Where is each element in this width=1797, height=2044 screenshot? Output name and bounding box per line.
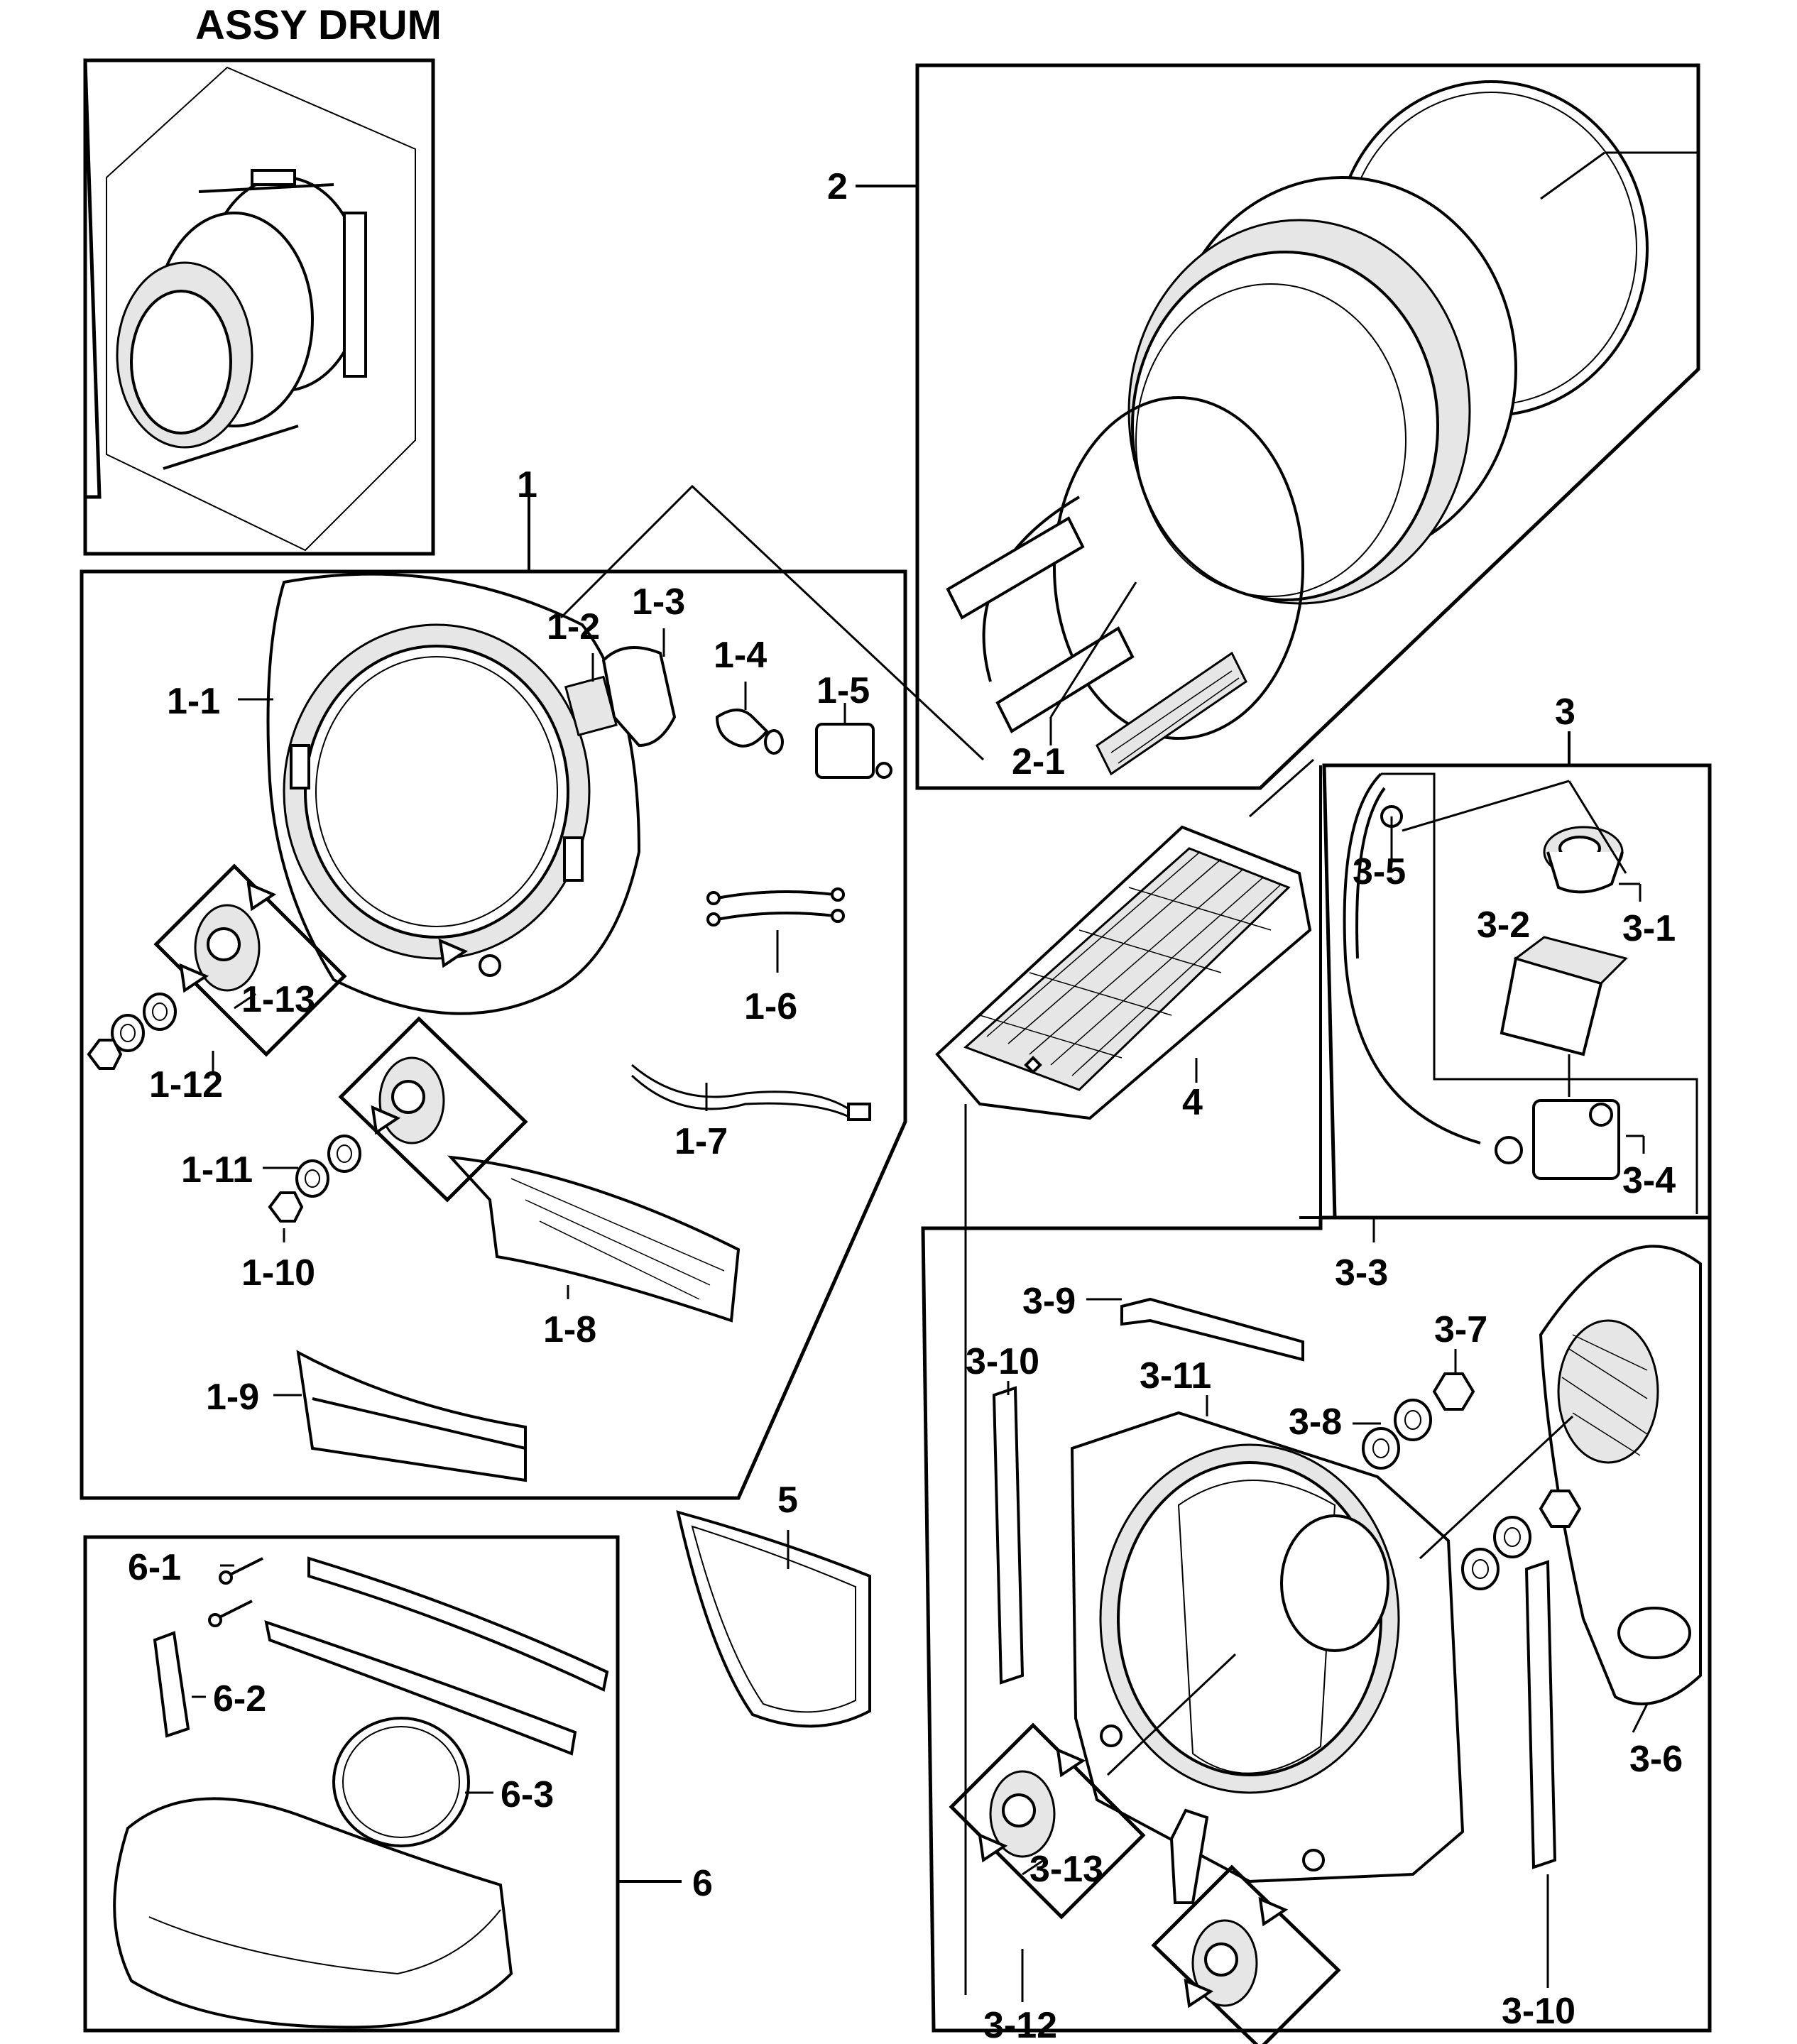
- label-1-12: 1-12: [149, 1064, 223, 1105]
- group-1-frame: [80, 484, 985, 1500]
- label-6: 6: [692, 1863, 713, 1904]
- label-3-13: 3-13: [1029, 1849, 1103, 1890]
- label-3-3: 3-3: [1335, 1252, 1388, 1294]
- label-1: 1: [517, 464, 537, 505]
- label-3-6: 3-6: [1629, 1739, 1683, 1780]
- group-3-valve: [1299, 731, 1712, 1242]
- label-1-9: 1-9: [206, 1377, 259, 1418]
- label-1-7: 1-7: [674, 1121, 728, 1162]
- label-3-5: 3-5: [1353, 851, 1406, 892]
- part-5-filter: [676, 1510, 871, 1728]
- label-5: 5: [777, 1480, 798, 1521]
- label-2: 2: [827, 166, 848, 207]
- label-3-10-bottom: 3-10: [1502, 1991, 1575, 2032]
- label-3-2: 3-2: [1477, 905, 1530, 946]
- label-3-4: 3-4: [1622, 1160, 1676, 1201]
- label-3: 3: [1555, 692, 1575, 733]
- thumbnail-assembly: [83, 58, 435, 556]
- label-1-2: 1-2: [547, 606, 600, 647]
- group-2-drum: [856, 63, 1700, 790]
- label-4: 4: [1182, 1082, 1203, 1123]
- label-1-1: 1-1: [167, 681, 220, 722]
- label-3-7: 3-7: [1434, 1309, 1487, 1350]
- part-labels: 1 1-1 1-2 1-3 1-4 1-5 1-6 1-7 1-8 1-9 1-…: [128, 166, 1683, 2044]
- label-1-6: 1-6: [744, 986, 797, 1027]
- label-6-3: 6-3: [501, 1774, 554, 1815]
- label-3-10-top: 3-10: [966, 1341, 1039, 1382]
- label-3-8: 3-8: [1289, 1401, 1342, 1443]
- group-3-rear: [921, 1104, 1712, 2044]
- label-6-1: 6-1: [128, 1547, 181, 1588]
- label-3-1: 3-1: [1622, 908, 1676, 949]
- label-1-8: 1-8: [543, 1309, 596, 1350]
- label-3-12: 3-12: [983, 2005, 1057, 2044]
- diagram-title: ASSY DRUM: [195, 2, 442, 48]
- label-2-1: 2-1: [1012, 741, 1065, 782]
- label-6-2: 6-2: [213, 1678, 266, 1720]
- group-6-duct: [83, 1535, 682, 2033]
- label-1-10: 1-10: [241, 1252, 315, 1294]
- label-3-9: 3-9: [1022, 1281, 1076, 1322]
- label-1-5: 1-5: [816, 670, 870, 711]
- label-1-3: 1-3: [632, 581, 685, 623]
- label-1-4: 1-4: [714, 635, 767, 676]
- label-3-11: 3-11: [1140, 1355, 1211, 1397]
- label-1-13: 1-13: [241, 979, 315, 1020]
- label-1-11: 1-11: [181, 1149, 253, 1191]
- part-4-filter: [935, 758, 1314, 1120]
